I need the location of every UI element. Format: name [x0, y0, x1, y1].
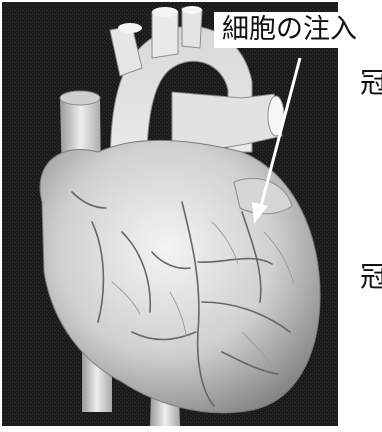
- callout-label: 細胞の注入: [214, 12, 365, 48]
- side-label-top: 冠: [360, 68, 382, 98]
- heart-illustration: [2, 2, 338, 426]
- branch-2: [152, 12, 178, 58]
- side-label-bottom: 冠: [360, 262, 382, 292]
